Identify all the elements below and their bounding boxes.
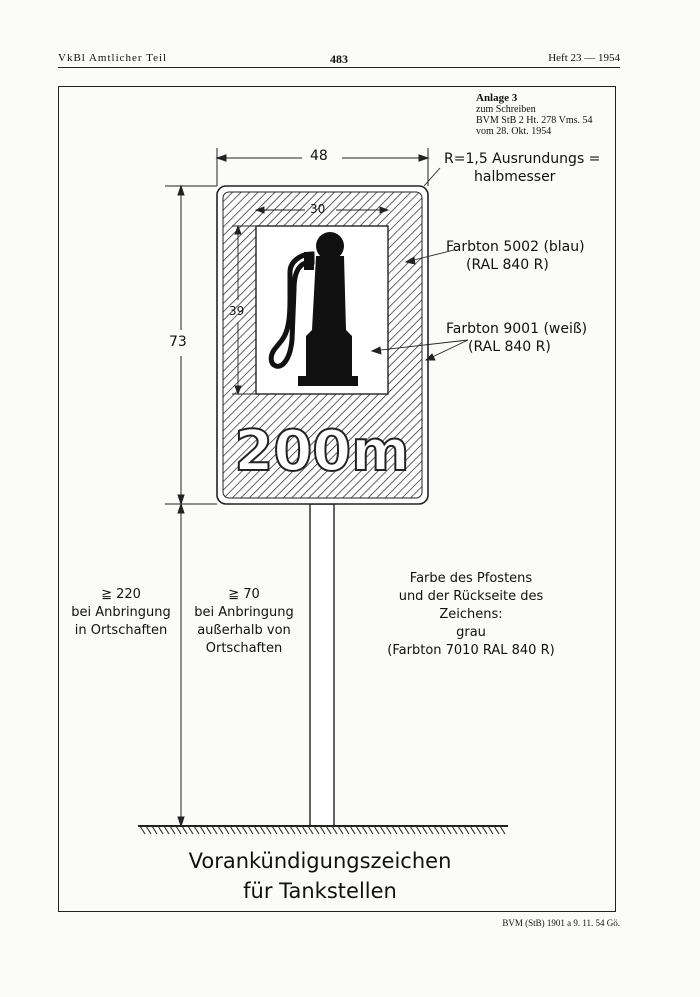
white-label2: (RAL 840 R) xyxy=(468,339,551,355)
footer-reference: BVM (StB) 1901 a 9. 11. 54 Gö. xyxy=(502,918,620,928)
post-color-note: Farbe des Pfostens und der Rückseite des… xyxy=(366,570,576,660)
blue-label2: (RAL 840 R) xyxy=(466,257,549,273)
outside-line3: Ortschaften xyxy=(205,641,283,656)
journal-title: VkBl Amtlicher Teil xyxy=(58,52,168,64)
white-label1: Farbton 9001 (weiß) xyxy=(446,321,588,337)
radius-note: R=1,5 Ausrundungs = halbmesser xyxy=(444,150,600,186)
sign-post xyxy=(309,503,335,827)
total-height-label: 73 xyxy=(169,334,187,350)
title-line1: Vorankündigungszeichen xyxy=(188,849,452,873)
mounting-outside-note: ≧ 70 bei Anbringung außerhalb von Ortsch… xyxy=(184,586,304,658)
annex-title: Anlage 3 xyxy=(476,92,518,104)
blue-color-note: Farbton 5002 (blau) (RAL 840 R) xyxy=(446,238,585,274)
outside-line2: außerhalb von xyxy=(197,623,291,638)
leader-lines xyxy=(370,167,469,361)
post-height-dimension xyxy=(177,502,185,828)
page-header: VkBl Amtlicher Teil 483 Heft 23 — 1954 xyxy=(58,52,620,68)
inside-value: ≧ 220 xyxy=(101,587,141,602)
post-line2: und der Rückseite des xyxy=(398,589,544,604)
blue-label1: Farbton 5002 (blau) xyxy=(446,239,585,255)
radius-line1: R=1,5 Ausrundungs = xyxy=(444,151,601,167)
page-number: 483 xyxy=(330,52,348,66)
inner-dimensions xyxy=(232,206,390,396)
inside-line2: in Ortschaften xyxy=(74,623,168,638)
width-label: 48 xyxy=(310,148,328,164)
annex-line3: vom 28. Okt. 1954 xyxy=(476,126,552,137)
title-line2: für Tankstellen xyxy=(243,879,397,903)
white-color-note: Farbton 9001 (weiß) (RAL 840 R) xyxy=(446,320,587,356)
height-dimension xyxy=(165,184,217,506)
outside-value: ≧ 70 xyxy=(228,587,260,602)
mounting-inside-note: ≧ 220 bei Anbringung in Ortschaften xyxy=(62,586,180,640)
ground-line xyxy=(138,825,508,835)
drawing-title: Vorankündigungszeichen für Tankstellen xyxy=(100,846,540,906)
radius-line2: halbmesser xyxy=(474,169,556,185)
issue-info: Heft 23 — 1954 xyxy=(548,52,620,64)
annex-line1: zum Schreiben xyxy=(476,104,536,115)
inner-width-label: 30 xyxy=(310,202,326,216)
annex-line2: BVM StB 2 Ht. 278 Vms. 54 xyxy=(476,115,593,126)
fuel-pump-icon xyxy=(268,232,358,386)
sign-distance-text: 200m xyxy=(234,419,409,484)
post-line5: (Farbton 7010 RAL 840 R) xyxy=(387,643,555,658)
width-dimension xyxy=(215,148,430,186)
post-line1: Farbe des Pfostens xyxy=(409,571,533,586)
inside-line1: bei Anbringung xyxy=(71,605,171,620)
post-line3: Zeichens: xyxy=(439,607,503,622)
annex-reference: Anlage 3 zum Schreiben BVM StB 2 Ht. 278… xyxy=(476,92,593,138)
drawing-frame xyxy=(58,86,616,912)
header-rule xyxy=(58,67,620,68)
inner-height-label: 39 xyxy=(229,304,245,318)
post-line4: grau xyxy=(456,625,486,640)
outside-line1: bei Anbringung xyxy=(194,605,294,620)
